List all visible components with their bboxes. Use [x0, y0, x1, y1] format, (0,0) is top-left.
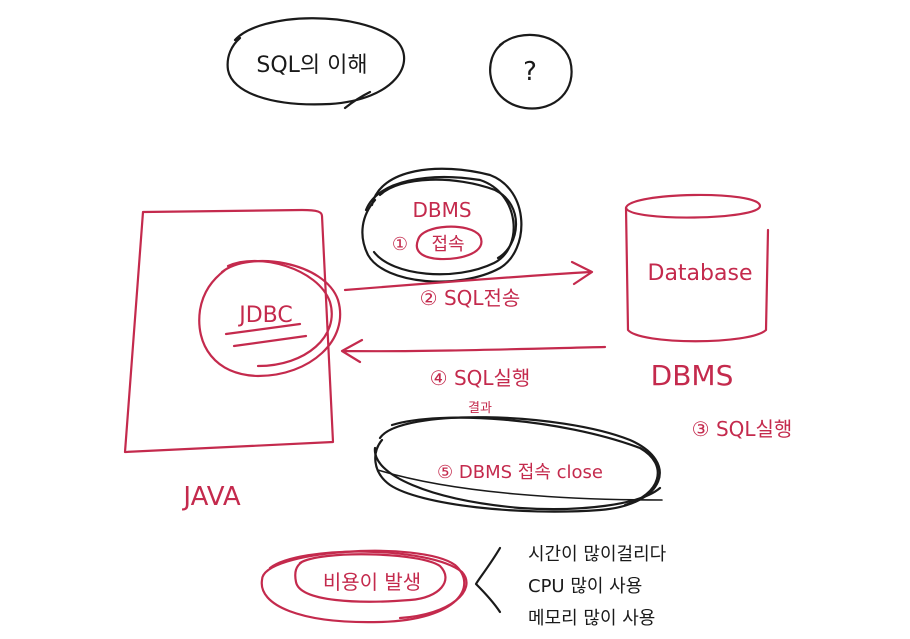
cost-label: 비용이 발생	[323, 570, 421, 594]
step1-connect-label: 접속	[431, 234, 464, 255]
database-cylinder: Database DBMS	[624, 193, 770, 392]
database-label: Database	[648, 261, 753, 286]
sql-understanding-bubble: SQL의 이해	[226, 17, 406, 110]
cost-note-cpu: CPU 많이 사용	[528, 576, 642, 597]
dbms-connect-group: DBMS ① 접속	[361, 167, 523, 283]
arrow-sql-send: ② SQL전송	[343, 260, 594, 310]
dbms-top-title: DBMS	[412, 198, 471, 222]
java-box: JDBC JAVA	[123, 208, 342, 512]
cost-bubble: 비용이 발생	[260, 546, 502, 624]
sql-understanding-label: SQL의 이해	[256, 53, 367, 78]
step4-label: ④ SQL실행	[430, 366, 531, 390]
cost-note-time: 시간이 많이걸리다	[528, 544, 667, 565]
question-bubble: ?	[489, 33, 573, 110]
step3-label: ③ SQL실행	[692, 417, 793, 441]
cost-note-memory: 메모리 많이 사용	[528, 608, 655, 629]
jdbc-label: JDBC	[237, 303, 293, 328]
step5-group: ⑤ DBMS 접속 close	[373, 416, 663, 513]
cost-notes: 시간이 많이걸리다 CPU 많이 사용 메모리 많이 사용	[528, 544, 667, 629]
dbms-caption: DBMS	[651, 359, 734, 392]
step1-number: ①	[392, 234, 408, 255]
question-mark: ?	[523, 57, 537, 87]
java-caption: JAVA	[181, 482, 240, 512]
step4-result-label: 결과	[468, 401, 492, 416]
step2-label: ② SQL전송	[420, 286, 521, 310]
step5-label: ⑤ DBMS 접속 close	[437, 462, 603, 483]
arrow-sql-result: ④ SQL실행 결과	[340, 338, 607, 416]
